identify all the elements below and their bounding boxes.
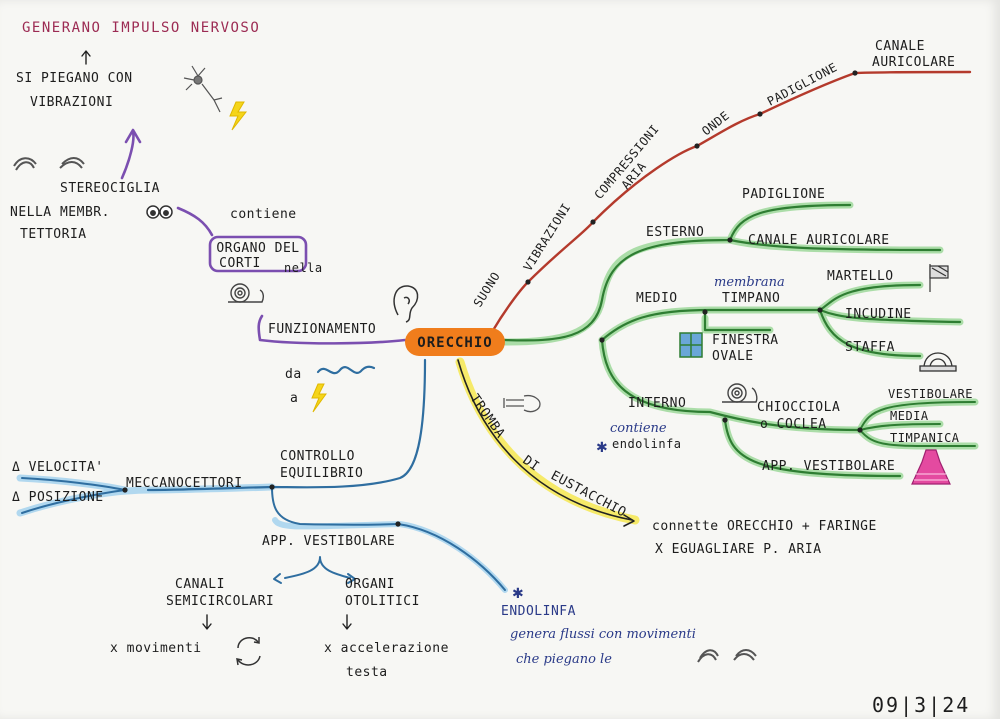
rotation-arrows-icon	[236, 637, 261, 666]
asterisk-icon: ✱	[596, 440, 608, 456]
organo-line1: ORGANO DEL	[216, 241, 299, 256]
title-generano: GENERANO IMPULSO NERVOSO	[22, 20, 260, 36]
medio-label: MEDIO	[636, 291, 678, 306]
hair-cells-icon	[13, 157, 85, 171]
eyes-icon	[146, 205, 173, 219]
membrana-label: membrana	[714, 275, 785, 290]
organi-line2: OTOLITICI	[345, 594, 420, 609]
si-piegano-line2: VIBRAZIONI	[30, 95, 113, 110]
movimenti-label: x movimenti	[110, 641, 202, 656]
app-vestibolare-right: APP. VESTIBOLARE	[762, 459, 895, 474]
esterno-label: ESTERNO	[646, 225, 704, 240]
center-node: ORECCHIO	[405, 328, 505, 356]
staffa-label: STAFFA	[845, 340, 895, 355]
organo-box: ORGANO DEL CORTI	[208, 235, 308, 273]
a-label: a	[290, 391, 298, 406]
neuron-icon	[183, 65, 223, 113]
hammer-flag-icon	[929, 264, 949, 292]
wave-icon	[316, 365, 376, 375]
canale-line2: AURICOLARE	[872, 55, 955, 70]
finestra-line1: FINESTRA	[712, 333, 779, 348]
chiocciola-line2: o COCLEA	[760, 417, 827, 432]
interno-label: INTERNO	[628, 396, 686, 411]
ear-icon	[393, 285, 419, 323]
si-piegano-line1: SI PIEGANO CON	[16, 71, 133, 86]
canale-line1: CANALE	[875, 39, 925, 54]
organo-line2: CORTI	[219, 256, 261, 271]
asterisk-icon: ✱	[512, 586, 524, 602]
membrana-line1: NELLA MEMBR.	[10, 205, 110, 220]
accelerazione-line2: testa	[346, 665, 388, 680]
media-scala: MEDIA	[890, 409, 929, 423]
branch-layer	[21, 50, 976, 630]
posizione-label: Δ POSIZIONE	[12, 490, 104, 505]
canali-line2: SEMICIRCOLARI	[166, 594, 274, 609]
organi-line1: ORGANI	[345, 577, 395, 592]
app-vestibolare-left: APP. VESTIBOLARE	[262, 534, 395, 549]
contiene-right: contiene	[610, 421, 667, 436]
membrana-line2: TETTORIA	[20, 227, 87, 242]
lightning-icon	[311, 383, 327, 413]
incudine-label: INCUDINE	[845, 307, 912, 322]
finestra-line2: OVALE	[712, 349, 754, 364]
endolinfa-line1: genera flussi con movimenti	[510, 627, 696, 642]
controllo-line1: CONTROLLO	[280, 449, 355, 464]
contiene-label: contiene	[230, 207, 297, 222]
padiglione-label: PADIGLIONE	[742, 187, 825, 202]
nella-label: nella	[284, 261, 323, 275]
martello-label: MARTELLO	[827, 269, 894, 284]
endolinfa-title: ENDOLINFA	[501, 604, 576, 619]
stirrup-icon	[919, 352, 957, 372]
chiocciola-line1: CHIOCCIOLA	[757, 400, 840, 415]
hair-cells-icon	[697, 649, 757, 663]
canali-line1: CANALI	[175, 577, 225, 592]
endolinfa-line2: che piegano le	[516, 652, 612, 667]
velocita-label: Δ VELOCITA'	[12, 460, 104, 475]
window-icon	[679, 332, 703, 358]
da-label: da	[285, 367, 302, 382]
lightning-icon	[229, 101, 248, 131]
meccanocettori-label: MECCANOCETTORI	[126, 476, 243, 491]
snail-icon	[722, 383, 758, 403]
stereociglia-label: STEREOCIGLIA	[60, 181, 160, 196]
vestibolare-scala: VESTIBOLARE	[888, 387, 973, 401]
dress-icon	[911, 449, 951, 485]
date-label: 09|3|24	[872, 693, 970, 717]
timpano-label: TIMPANO	[722, 291, 780, 306]
connette-label: connette ORECCHIO + FARINGE	[652, 519, 877, 534]
suono-label: SUONO	[471, 269, 503, 309]
eguagliare-label: X EGUAGLIARE P. ARIA	[655, 542, 822, 557]
timpanica-scala: TIMPANICA	[890, 431, 960, 445]
controllo-line2: EQUILIBRIO	[280, 466, 363, 481]
accelerazione-line1: x accelerazione	[324, 641, 449, 656]
tromba-label: TROMBA	[467, 392, 508, 442]
canale-auricolare-label: CANALE AURICOLARE	[748, 233, 890, 248]
funzionamento-label: FUNZIONAMENTO	[268, 322, 376, 337]
endolinfa-right: endolinfa	[612, 437, 682, 451]
eustachian-tube-icon	[503, 394, 541, 413]
center-label: ORECCHIO	[417, 335, 492, 351]
snail-icon	[228, 283, 265, 303]
